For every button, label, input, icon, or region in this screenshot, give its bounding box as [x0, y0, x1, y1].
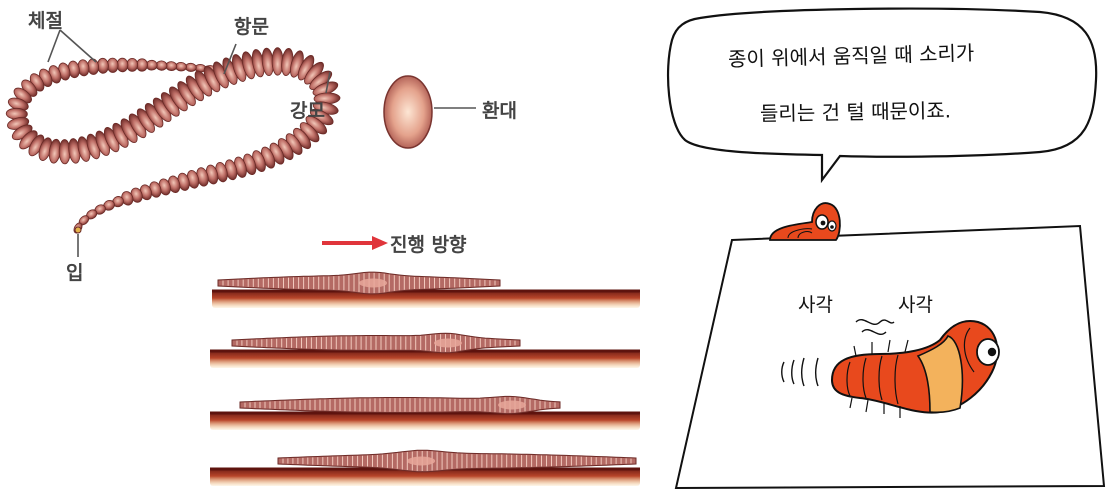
soil-strip — [210, 412, 640, 430]
clitellum-label: 환대 — [482, 96, 517, 123]
movement-stage — [210, 333, 640, 368]
setae-label: 강모 — [290, 96, 325, 123]
segment-leader-b — [60, 30, 96, 62]
speech-bubble — [668, 9, 1096, 180]
movement-stages — [210, 272, 640, 486]
worm-clitellum — [434, 339, 462, 348]
earthworm-anatomy — [6, 48, 340, 235]
segment-label: 체절 — [28, 6, 63, 33]
worm-clitellum — [359, 279, 387, 288]
mouth-tip — [75, 227, 81, 233]
worm-clitellum — [407, 457, 435, 466]
body-segment — [127, 58, 138, 71]
direction-label: 진행 방향 — [390, 230, 467, 257]
sound-effect-left: 사각 — [798, 290, 833, 317]
movement-stage — [210, 450, 640, 486]
worm-clitellum — [498, 401, 526, 410]
movement-stage — [212, 272, 640, 308]
peeking-worm — [770, 203, 840, 240]
soil-strip — [210, 350, 640, 368]
sound-effect-right: 사각 — [898, 290, 933, 317]
movement-stage — [210, 396, 640, 430]
clitellum-band — [384, 76, 432, 148]
mouth-label: 입 — [66, 258, 83, 285]
speech-line-2: 들리는 건 털 때문이죠. — [760, 94, 952, 126]
anus-label: 항문 — [234, 12, 269, 39]
segment-leader-a — [48, 30, 60, 62]
soil-strip — [212, 290, 640, 308]
direction-arrow — [322, 236, 388, 250]
